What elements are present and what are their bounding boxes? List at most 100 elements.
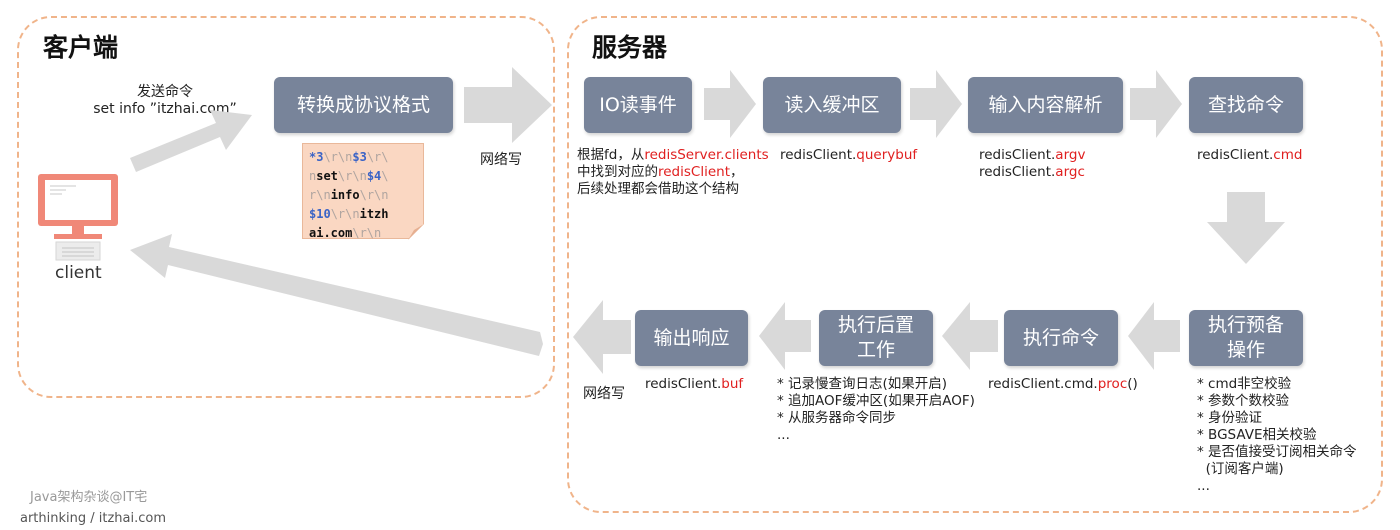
protocol-code-note: *3\r\n$3\r\nset\r\n$4\r\ninfo\r\n$10\r\n…: [302, 143, 424, 240]
arrow-convert-to-server: [464, 67, 552, 143]
note-line: * 从服务器命令同步: [777, 410, 975, 427]
note-line: 根据fd，从redisServer.clients: [577, 147, 769, 164]
note-text: * 从服务器命令同步: [777, 410, 897, 426]
note-text: * 记录慢查询日志(如果开启): [777, 376, 948, 392]
note-text: ，: [730, 164, 744, 180]
note-field-highlight: querybuf: [856, 147, 918, 163]
note-line: * 记录慢查询日志(如果开启): [777, 376, 975, 393]
pre-ops-note: * cmd非空校验* 参数个数校验* 身份验证* BGSAVE相关校验* 是否值…: [1197, 376, 1357, 495]
protocol-token: n: [309, 169, 317, 183]
computer-icon: [38, 174, 118, 261]
protocol-line: ai.com\r\n: [309, 224, 417, 243]
note-line: redisClient.buf: [645, 376, 743, 393]
note-text: 根据fd，从: [577, 147, 645, 163]
note-field-highlight: cmd: [1273, 147, 1303, 163]
note-text: * 追加AOF缓冲区(如果开启AOF): [777, 393, 975, 409]
note-text: (): [1127, 376, 1138, 392]
protocol-token: \r\n: [359, 188, 389, 202]
note-line: * BGSAVE相关校验: [1197, 427, 1357, 444]
note-line: 中找到对应的redisClient，: [577, 164, 769, 181]
arrow-client-to-convert: [130, 110, 252, 172]
note-line: redisClient.argc: [979, 164, 1085, 181]
read-buffer-note: redisClient.querybuf: [780, 147, 917, 164]
note-text: * 参数个数校验: [1197, 393, 1290, 409]
note-text: redisClient.: [979, 164, 1056, 180]
protocol-token: r\n: [309, 188, 331, 202]
network-write-in-label: 网络写: [480, 152, 522, 168]
find-command-box: 查找命令: [1189, 77, 1303, 133]
note-line: redisClient.cmd.proc(): [988, 376, 1138, 393]
post-work-box: 执行后置 工作: [819, 310, 933, 366]
client-region-title: 客户端: [43, 33, 119, 62]
note-text: 后续处理都会借助这个结构: [577, 181, 739, 197]
note-line: ...: [777, 427, 975, 444]
arrow-output-to-network: [573, 300, 631, 374]
protocol-line: r\ninfo\r\n: [309, 186, 417, 205]
note-line: * 追加AOF缓冲区(如果开启AOF): [777, 393, 975, 410]
convert-protocol-box: 转换成协议格式: [274, 77, 453, 133]
send-command-note: 发送命令 set info ”itzhai.com”: [93, 84, 237, 117]
note-line: ...: [1197, 478, 1357, 495]
network-write-out-label: 网络写: [583, 386, 625, 402]
note-line: * 参数个数校验: [1197, 393, 1357, 410]
note-text: redisClient.: [1197, 147, 1274, 163]
protocol-token: ai.com: [309, 226, 353, 240]
exec-command-note: redisClient.cmd.proc(): [988, 376, 1138, 393]
output-response-box: 输出响应: [635, 310, 748, 366]
protocol-token: \r\n: [352, 226, 382, 240]
note-field-highlight: argv: [1055, 147, 1086, 163]
note-line: redisClient.querybuf: [780, 147, 917, 164]
protocol-token: $4: [366, 169, 382, 183]
protocol-token: itzh: [359, 207, 389, 221]
post-work-note: * 记录慢查询日志(如果开启)* 追加AOF缓冲区(如果开启AOF)* 从服务器…: [777, 376, 975, 444]
arrow-response-to-client: [130, 234, 543, 356]
arrow-read-to-parse: [910, 70, 962, 138]
arrow-exec-to-post: [942, 302, 998, 370]
note-field-highlight: redisServer.clients: [644, 147, 769, 163]
note-line: * 身份验证: [1197, 410, 1357, 427]
note-text: * cmd非空校验: [1197, 376, 1292, 392]
arrow-find-to-pre: [1207, 192, 1285, 264]
note-field-highlight: proc: [1097, 376, 1128, 392]
note-text: redisClient.: [645, 376, 722, 392]
note-text: (订阅客户端): [1197, 461, 1284, 477]
page-curl-icon: [408, 224, 424, 240]
server-region-title: 服务器: [592, 33, 668, 62]
note-field-highlight: redisClient: [658, 164, 730, 180]
arrow-io-to-read: [704, 70, 756, 138]
protocol-line: *3\r\n$3\r\: [309, 148, 417, 167]
note-text: ...: [777, 427, 790, 443]
arrow-pre-to-exec: [1128, 302, 1180, 370]
read-buffer-box: 读入缓冲区: [763, 77, 901, 133]
protocol-line: $10\r\nitzh: [309, 205, 417, 224]
protocol-token: $10: [309, 207, 331, 221]
pre-ops-box: 执行预备 操作: [1189, 310, 1303, 366]
note-line: 后续处理都会借助这个结构: [577, 181, 769, 198]
note-text: redisClient.: [979, 147, 1056, 163]
arrow-post-to-output: [759, 302, 811, 370]
protocol-line: nset\r\n$4\: [309, 167, 417, 186]
note-line: redisClient.argv: [979, 147, 1085, 164]
note-line: (订阅客户端): [1197, 461, 1357, 478]
protocol-token: *3: [309, 150, 324, 164]
client-region: [17, 16, 555, 398]
footer-brand: Java架构杂谈@IT宅: [30, 490, 148, 505]
note-field-highlight: argc: [1055, 164, 1085, 180]
note-line: redisClient.cmd: [1197, 147, 1302, 164]
protocol-token: \r\: [366, 150, 389, 164]
exec-command-box: 执行命令: [1004, 310, 1118, 366]
protocol-token: set: [316, 169, 338, 183]
protocol-token: $3: [352, 150, 367, 164]
note-line: * 是否值接受订阅相关命令: [1197, 444, 1357, 461]
protocol-token: \r\n: [330, 207, 360, 221]
footer-site: arthinking / itzhai.com: [20, 511, 167, 526]
protocol-token: info: [330, 188, 360, 202]
parse-input-box: 输入内容解析: [968, 77, 1123, 133]
note-text: * 是否值接受订阅相关命令: [1197, 444, 1357, 460]
note-text: * BGSAVE相关校验: [1197, 427, 1317, 443]
output-response-note: redisClient.buf: [645, 376, 743, 393]
note-field-highlight: buf: [721, 376, 744, 392]
arrow-parse-to-find: [1130, 70, 1182, 138]
